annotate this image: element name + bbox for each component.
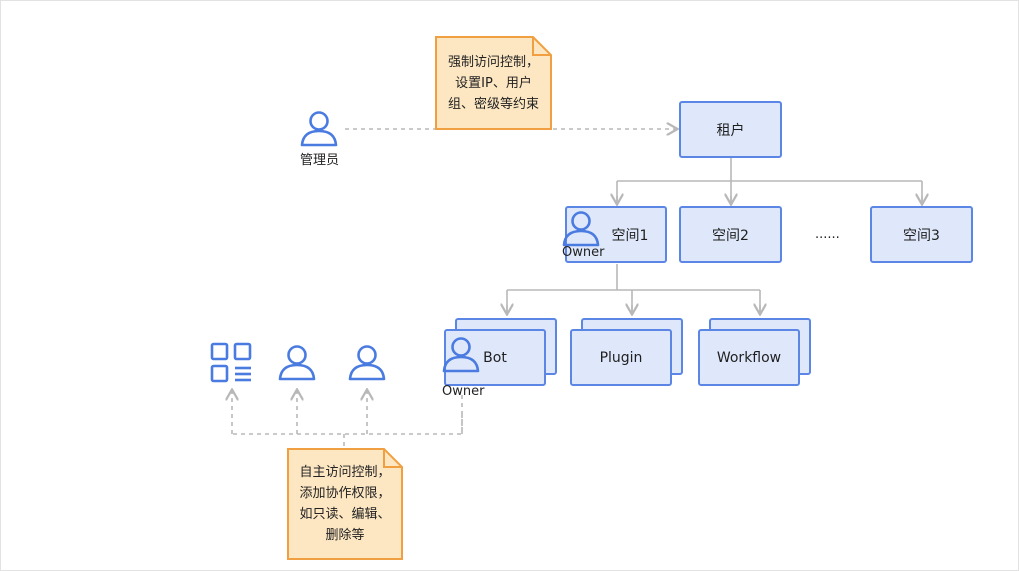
- mandatory-access-note: 强制访问控制，设置IP、用户组、密级等约束: [435, 36, 552, 130]
- space2-box: 空间2: [679, 206, 782, 263]
- user-icon: [278, 345, 316, 381]
- user-icon: [562, 211, 600, 247]
- bot-label: Bot: [483, 349, 507, 366]
- bot-owner-label: Owner: [442, 384, 485, 399]
- space-to-resources-connector: [506, 264, 761, 312]
- workflow-box: Workflow: [698, 329, 800, 386]
- space1-box: 空间1: [565, 206, 667, 263]
- mandatory-access-text: 强制访问控制，设置IP、用户组、密级等约束: [447, 54, 539, 112]
- admin-label: 管理员: [300, 153, 340, 168]
- spaces-ellipsis: ......: [815, 227, 840, 242]
- discretionary-access-note: 自主访问控制，添加协作权限，如只读、编辑、删除等: [287, 448, 403, 560]
- user-icon: [348, 345, 386, 381]
- space3-box: 空间3: [870, 206, 973, 263]
- tenant-box: 租户: [679, 101, 782, 158]
- tenant-to-spaces-connector: [616, 158, 923, 203]
- space1-label: 空间1: [611, 227, 649, 244]
- user-icon: [300, 111, 338, 147]
- user-icon: [442, 337, 480, 373]
- space1-owner-label: Owner: [562, 245, 605, 260]
- discretionary-access-text: 自主访问控制，添加协作权限，如只读、编辑、删除等: [299, 465, 391, 543]
- discretionary-connector: [232, 395, 463, 435]
- plugin-box: Plugin: [570, 329, 672, 386]
- grid-apps-icon: [210, 342, 252, 383]
